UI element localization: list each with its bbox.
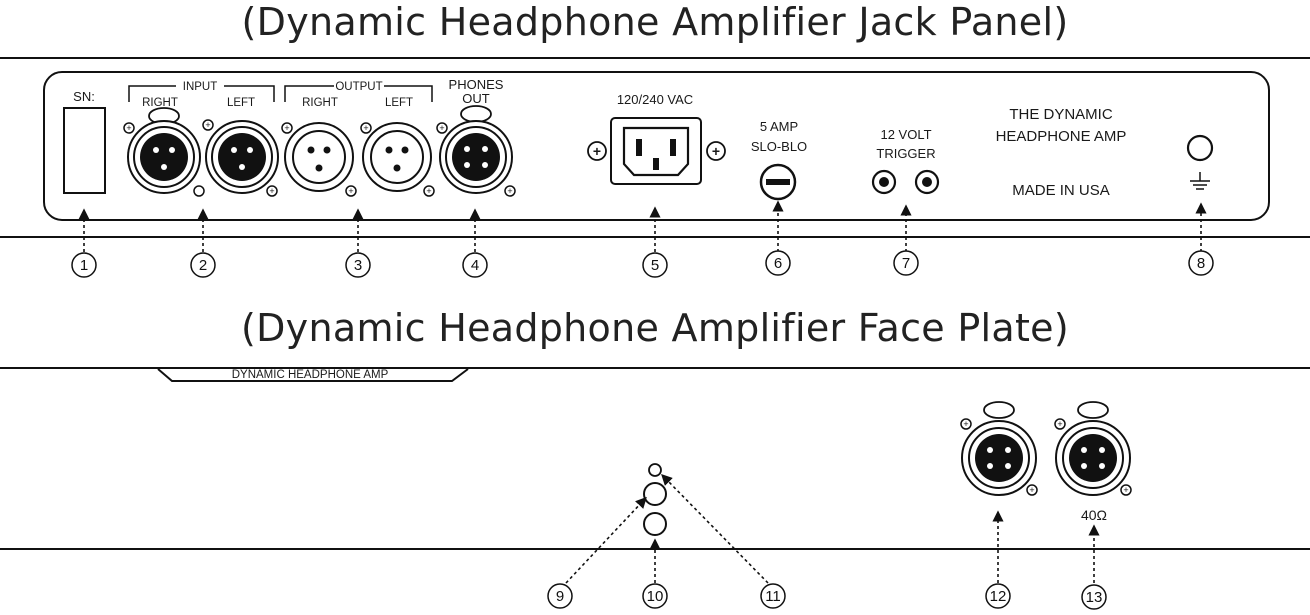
- svg-text:+: +: [205, 120, 210, 130]
- callout-number-12: 12: [990, 588, 1007, 605]
- callout-number-10: 10: [647, 588, 664, 605]
- callout-circle-9: [547, 583, 573, 609]
- callout-number-8: 8: [1197, 255, 1205, 272]
- trigger-label-line1: 12 VOLT: [880, 127, 931, 142]
- callout-number-5: 5: [651, 257, 659, 274]
- phones-label: PHONES: [449, 77, 504, 92]
- callout-circle-12: [985, 583, 1011, 609]
- power-button[interactable]: [643, 482, 667, 506]
- made-in-label: MADE IN USA: [1012, 182, 1110, 199]
- callout-number-3: 3: [354, 257, 362, 274]
- svg-text:+: +: [593, 143, 601, 159]
- callout-number-9: 9: [556, 588, 564, 605]
- impedance-label: 40Ω: [1081, 507, 1107, 523]
- callout-arrow-11: [661, 474, 769, 584]
- brand-tab: [157, 368, 469, 382]
- svg-text:+: +: [269, 186, 274, 196]
- serial-number-plate: [63, 107, 106, 194]
- input-right-label: RIGHT: [142, 97, 178, 109]
- ground-terminal[interactable]: [1186, 134, 1214, 162]
- power-indicator-led: [648, 463, 662, 477]
- brand-line-2: HEADPHONE AMP: [996, 128, 1127, 145]
- power-label: 120/240 VAC: [617, 92, 693, 107]
- callout-number-7: 7: [902, 255, 910, 272]
- brand-line-1: THE DYNAMIC: [1009, 106, 1113, 123]
- ground-symbol-icon: [1190, 172, 1210, 190]
- output-right-xlr-jack[interactable]: + +: [281, 122, 357, 197]
- callout-number-13: 13: [1086, 589, 1103, 606]
- callout-circle-7: [893, 250, 919, 276]
- face-plate-title: (Dynamic Headphone Amplifier Face Plate): [241, 306, 1069, 350]
- callout-circle-13: [1081, 584, 1107, 610]
- phones-out-label: OUT: [462, 91, 490, 106]
- svg-text:+: +: [1057, 419, 1062, 429]
- svg-text:+: +: [126, 123, 131, 133]
- fuse-label-line2: SLO-BLO: [751, 139, 807, 154]
- phones-out-xlr-jack[interactable]: + +: [436, 105, 516, 197]
- svg-text:+: +: [1029, 485, 1034, 495]
- input-label: INPUT: [183, 81, 218, 93]
- jack-panel-title: (Dynamic Headphone Amplifier Jack Panel): [241, 0, 1069, 44]
- input-right-xlr-jack[interactable]: +: [123, 107, 205, 197]
- callout-circle-6: [765, 250, 791, 276]
- svg-text:+: +: [363, 123, 368, 133]
- trigger-jack-left[interactable]: [871, 169, 897, 195]
- trigger-jack-right[interactable]: [914, 169, 940, 195]
- callout-circle-11: [760, 583, 786, 609]
- front-xlr-output-13[interactable]: + +: [1054, 401, 1132, 496]
- fuse-holder[interactable]: [759, 163, 797, 201]
- output-right-label: RIGHT: [302, 97, 338, 109]
- callout-number-2: 2: [199, 257, 207, 274]
- trigger-label-line2: TRIGGER: [876, 146, 935, 161]
- callout-number-4: 4: [471, 257, 479, 274]
- callout-number-6: 6: [774, 255, 782, 272]
- output-label: OUTPUT: [335, 81, 382, 93]
- callout-circle-8: [1188, 250, 1214, 276]
- svg-text:+: +: [439, 123, 444, 133]
- output-left-label: LEFT: [385, 97, 413, 109]
- input-left-xlr-jack[interactable]: + +: [202, 119, 279, 197]
- sn-label: SN:: [73, 89, 95, 104]
- fuse-label-line1: 5 AMP: [760, 119, 798, 134]
- callout-number-1: 1: [80, 257, 88, 274]
- svg-text:+: +: [507, 186, 512, 196]
- faceplate-brand-label: DYNAMIC HEADPHONE AMP: [232, 369, 389, 381]
- output-left-xlr-jack[interactable]: + +: [360, 122, 435, 197]
- callout-arrow-9: [565, 496, 647, 584]
- callout-circle-5: [642, 252, 668, 278]
- input-left-label: LEFT: [227, 97, 255, 109]
- svg-text:+: +: [284, 123, 289, 133]
- callout-circle-1: [71, 252, 97, 278]
- volume-knob[interactable]: [643, 512, 667, 536]
- svg-text:+: +: [426, 186, 431, 196]
- svg-text:+: +: [963, 419, 968, 429]
- callout-number-11: 11: [765, 588, 781, 605]
- callout-circle-10: [642, 583, 668, 609]
- svg-text:+: +: [348, 186, 353, 196]
- svg-text:+: +: [1123, 485, 1128, 495]
- callout-circle-3: [345, 252, 371, 278]
- power-inlet-iec[interactable]: + +: [587, 117, 726, 185]
- svg-text:+: +: [712, 143, 720, 159]
- callout-circle-2: [190, 252, 216, 278]
- front-xlr-output-12[interactable]: + +: [960, 401, 1038, 496]
- callout-circle-4: [462, 252, 488, 278]
